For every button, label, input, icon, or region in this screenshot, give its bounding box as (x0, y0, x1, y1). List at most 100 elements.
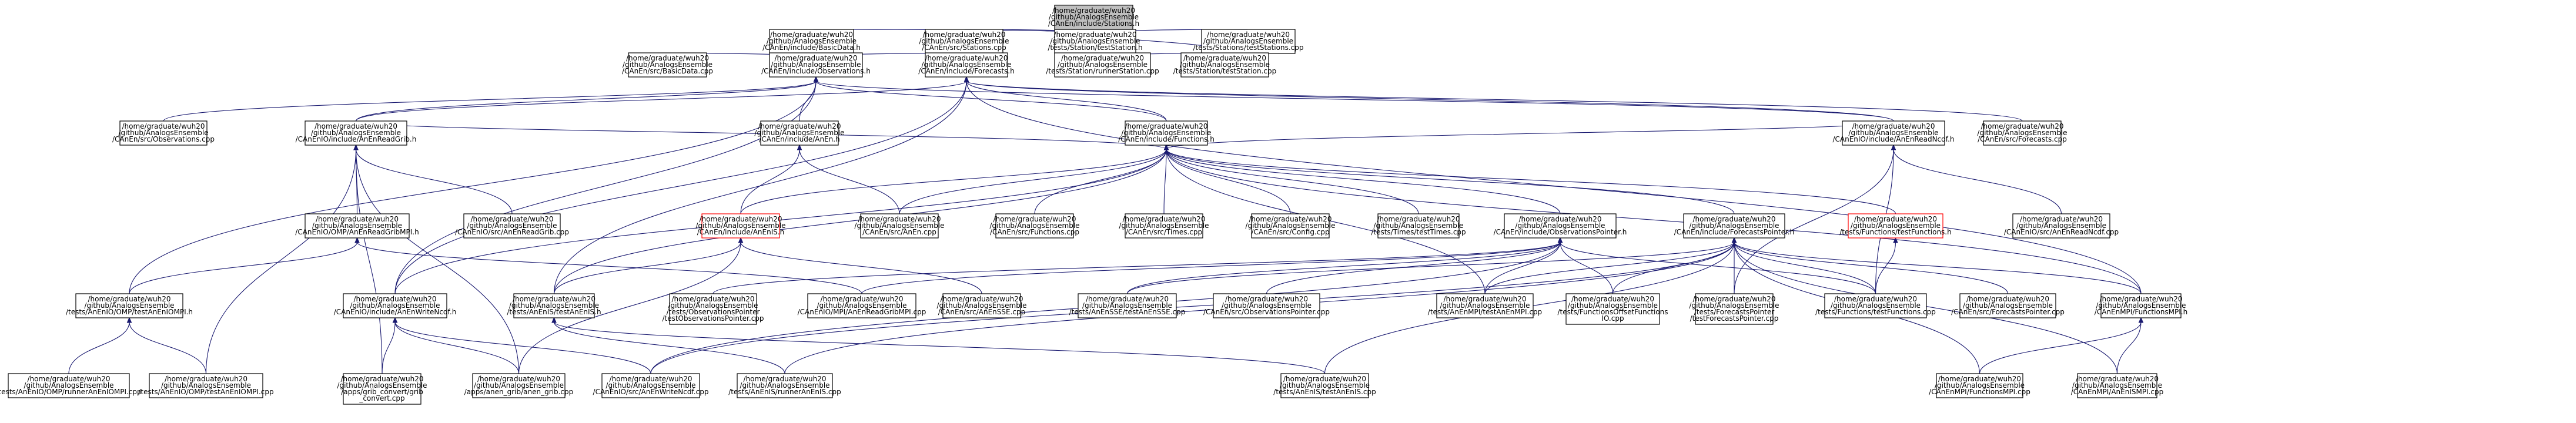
node-testtimes-cpp[interactable]: /home/graduate/wuh20/github/AnalogsEnsem… (1371, 213, 1466, 239)
node-anenreadgrib-h[interactable]: /home/graduate/wuh20/github/AnalogsEnsem… (296, 120, 417, 146)
edge-anenreadgribmpi_cpp-to-anenreadgribmpi_h (356, 241, 862, 294)
node-label-line: /home/graduate/wuh20 (774, 54, 857, 62)
node-label-line: /home/graduate/wuh20 (699, 215, 782, 223)
node-box (942, 293, 1021, 318)
node-label-line: /github/AnalogsEnsemble (919, 37, 1009, 45)
node-anenwritencdf-h[interactable]: /home/graduate/wuh20/github/AnalogsEnsem… (334, 293, 457, 318)
node-testanenomp-cpp[interactable]: /home/graduate/wuh20/github/AnalogsEnsem… (138, 373, 274, 398)
node-basicdata-cpp[interactable]: /home/graduate/wuh20/github/AnalogsEnsem… (622, 52, 713, 78)
node-obspointer-h[interactable]: /home/graduate/wuh20/github/AnalogsEnsem… (1494, 213, 1627, 239)
node-src-stations-cpp[interactable]: /home/graduate/wuh20/github/AnalogsEnsem… (919, 29, 1009, 54)
node-teststation-cpp[interactable]: /home/graduate/wuh20/github/AnalogsEnsem… (1173, 52, 1276, 78)
edge-anenis_h-to-anen_h (740, 149, 800, 214)
node-forecasts-cpp[interactable]: /home/graduate/wuh20/github/AnalogsEnsem… (1977, 120, 2068, 146)
node-label-line: /tests/AnEnSSE/testAnEnSSE.cpp (1069, 308, 1186, 316)
node-box (925, 52, 1008, 78)
node-runnerstation-cpp[interactable]: /home/graduate/wuh20/github/AnalogsEnsem… (1046, 52, 1159, 78)
node-label-line: /github/AnalogsEnsemble (1831, 301, 1921, 310)
node-testfunctions-h[interactable]: /home/graduate/wuh20/github/AnalogsEnsem… (1839, 213, 1952, 239)
node-testfunctions-cpp[interactable]: /home/graduate/wuh20/github/AnalogsEnsem… (1815, 293, 1936, 318)
node-label-line: /tests/FunctionsOffsetFunctions (1557, 308, 1668, 316)
node-label-line: /CAnEn/src/Forecasts.cpp (1978, 135, 2067, 143)
node-label-line: /tests/AnEnMPI/testAnEnMPI.cpp (1428, 308, 1542, 316)
node-testanenmpi-cpp[interactable]: /home/graduate/wuh20/github/AnalogsEnsem… (1428, 293, 1542, 318)
node-stations-h[interactable]: /home/graduate/wuh20/github/AnalogsEnsem… (1048, 5, 1139, 30)
node-runneranenomp-cpp[interactable]: /home/graduate/wuh20/github/AnalogsEnsem… (0, 373, 142, 398)
node-anenissse-cpp[interactable]: /home/graduate/wuh20/github/AnalogsEnsem… (936, 293, 1027, 318)
node-anenreadgribmpi-h[interactable]: /home/graduate/wuh20/github/AnalogsEnsem… (295, 213, 419, 239)
node-label-line: /home/graduate/wuh20 (315, 122, 397, 130)
node-box (769, 52, 863, 78)
node-box (1504, 213, 1617, 239)
node-label-line: /github/AnalogsEnsemble (2096, 301, 2186, 310)
node-label-line: /home/graduate/wuh20 (1980, 122, 2063, 130)
node-label-line: /CAnEn/src/ForecastsPointer.cpp (1951, 308, 2065, 316)
node-functionsmpi-h[interactable]: /home/graduate/wuh20/github/AnalogsEnsem… (2095, 293, 2187, 318)
node-testanenis-h[interactable]: /home/graduate/wuh20/github/AnalogsEnsem… (507, 293, 601, 318)
node-box (305, 213, 410, 239)
node-observations-h[interactable]: /home/graduate/wuh20/github/AnalogsEnsem… (761, 52, 871, 78)
node-anenreadgrib-cpp[interactable]: /home/graduate/wuh20/github/AnalogsEnsem… (455, 213, 569, 239)
edge-grib_convert_cpp-to-anenwritencdf_h (382, 321, 396, 374)
node-label-line: /CAnEnMPI/AnEnISMPI.cpp (2071, 388, 2164, 396)
node-observations-cpp[interactable]: /home/graduate/wuh20/github/AnalogsEnsem… (112, 120, 215, 146)
node-fcstpointer-cpp[interactable]: /home/graduate/wuh20/github/AnalogsEnsem… (1951, 293, 2065, 318)
node-label-line: /CAnEnIO/src/AnEnWriteNcdf.cpp (593, 388, 709, 396)
node-label-line: /home/graduate/wuh20 (1183, 54, 1266, 62)
node-box (669, 293, 757, 325)
node-label-line: /CAnEn/src/AnEn.cpp (862, 228, 936, 236)
node-anen-cpp[interactable]: /home/graduate/wuh20/github/AnalogsEnsem… (854, 213, 945, 239)
edge-anenreadncdf_h-to-observations_h (815, 80, 1894, 122)
node-label-line: /github/AnalogsEnsemble (84, 301, 174, 310)
node-anen-grib-cpp[interactable]: /home/graduate/wuh20/github/AnalogsEnsem… (464, 373, 574, 398)
node-label-line: /home/graduate/wuh20 (1225, 295, 1308, 303)
node-testfcstpointer-cpp[interactable]: /home/graduate/wuh20/github/AnalogsEnsem… (1689, 293, 1779, 325)
node-box (305, 120, 407, 146)
node-functions-h[interactable]: /home/graduate/wuh20/github/AnalogsEnsem… (1118, 120, 1215, 146)
node-label-line: /CAnEn/include/Forecasts.h (918, 67, 1014, 75)
edge-arrowhead (392, 317, 398, 323)
node-label-line: /github/AnalogsEnsemble (2016, 221, 2106, 230)
node-anenreadncdf-h[interactable]: /home/graduate/wuh20/github/AnalogsEnsem… (1832, 120, 1955, 146)
node-config-cpp[interactable]: /home/graduate/wuh20/github/AnalogsEnsem… (1245, 213, 1336, 239)
node-functionsmpi-cpp[interactable]: /home/graduate/wuh20/github/AnalogsEnsem… (1929, 373, 2030, 398)
node-testfunctionsoffset-cpp[interactable]: /home/graduate/wuh20/github/AnalogsEnsem… (1557, 293, 1668, 325)
node-obspointer-cpp[interactable]: /home/graduate/wuh20/github/AnalogsEnsem… (1203, 293, 1330, 318)
edge-functionsmpi_h-to-fcstpointer_h (1734, 241, 2142, 294)
edge-anenreadncdf_h-to-forecasts_h (966, 80, 1894, 122)
node-box (628, 52, 707, 78)
node-label-line: /github/AnalogsEnsemble (1222, 301, 1312, 310)
edge-arrowhead (126, 317, 132, 323)
node-label-line: /github/AnalogsEnsemble (118, 129, 208, 137)
node-testanenis-cpp[interactable]: /home/graduate/wuh20/github/AnalogsEnsem… (1273, 373, 1376, 398)
node-fcstpointer-h[interactable]: /home/graduate/wuh20/github/AnalogsEnsem… (1674, 213, 1794, 239)
node-forecasts-h[interactable]: /home/graduate/wuh20/github/AnalogsEnsem… (918, 52, 1015, 78)
edge-observations_cpp-to-observations_h (163, 80, 817, 122)
node-runneranenis-cpp[interactable]: /home/graduate/wuh20/github/AnalogsEnsem… (728, 373, 841, 398)
edge-testfunctionsoffset_cpp-to-obspointer_h (1560, 241, 1614, 294)
node-testobspointer-cpp[interactable]: /home/graduate/wuh20/github/AnalogsEnsem… (662, 293, 764, 325)
edge-anenwritencdf_cpp-to-fcstpointer_h (650, 241, 1735, 374)
edge-anen_grib_cpp-to-anenreadgrib_h (355, 149, 520, 374)
node-teststation-h[interactable]: /home/graduate/wuh20/github/AnalogsEnsem… (1048, 29, 1143, 54)
edge-arrowhead (354, 237, 360, 243)
node-label-line: /home/graduate/wuh20 (1692, 295, 1775, 303)
node-anenis-h[interactable]: /home/graduate/wuh20/github/AnalogsEnsem… (695, 213, 786, 239)
node-teststations-cpp[interactable]: /home/graduate/wuh20/github/AnalogsEnsem… (1193, 29, 1304, 54)
node-testanensse-cpp[interactable]: /home/graduate/wuh20/github/AnalogsEnsem… (1069, 293, 1186, 318)
node-anenismpi-cpp[interactable]: /home/graduate/wuh20/github/AnalogsEnsem… (2071, 373, 2164, 398)
edge-fcstpointer_cpp-to-fcstpointer_h (1734, 241, 2009, 294)
node-anenreadncdf-cpp[interactable]: /home/graduate/wuh20/github/AnalogsEnsem… (2004, 213, 2119, 239)
node-anenwritencdf-cpp[interactable]: /home/graduate/wuh20/github/AnalogsEnsem… (593, 373, 709, 398)
node-label-line: /home/graduate/wuh20 (1938, 375, 2021, 383)
node-box (1695, 293, 1774, 325)
node-basicdata-h[interactable]: /home/graduate/wuh20/github/AnalogsEnsem… (762, 29, 861, 54)
edge-config_cpp-to-functions_h (1166, 149, 1291, 214)
node-grib-convert-cpp[interactable]: /home/graduate/wuh20/github/AnalogsEnsem… (337, 373, 427, 405)
node-label-line: /github/AnalogsEnsemble (1963, 301, 2053, 310)
node-times-cpp[interactable]: /home/graduate/wuh20/github/AnalogsEnsem… (1119, 213, 1209, 239)
node-anenreadgribmpi-cpp[interactable]: /home/graduate/wuh20/github/AnalogsEnsem… (798, 293, 926, 318)
node-testanenomp-h[interactable]: /home/graduate/wuh20/github/AnalogsEnsem… (66, 293, 193, 318)
node-functions-cpp[interactable]: /home/graduate/wuh20/github/AnalogsEnsem… (989, 213, 1080, 239)
node-anen-h[interactable]: /home/graduate/wuh20/github/AnalogsEnsem… (754, 120, 845, 146)
